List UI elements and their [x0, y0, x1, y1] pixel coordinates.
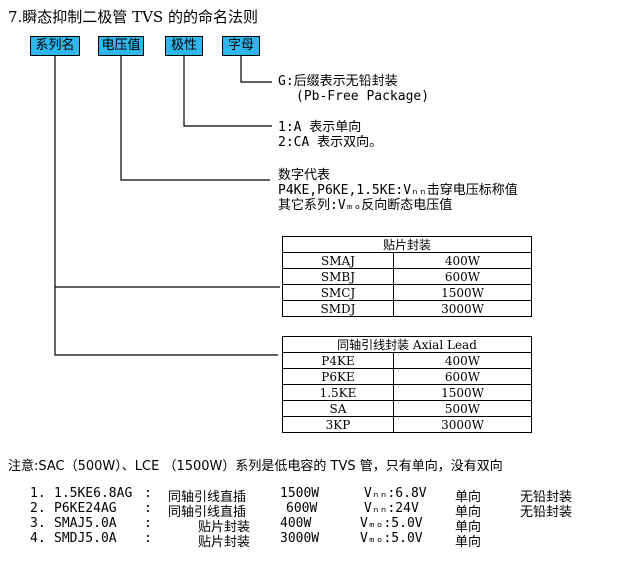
example-dir: 单向: [455, 535, 482, 550]
example-dir: 单向: [455, 490, 482, 505]
voltage-box: 电压值: [98, 36, 144, 56]
table-cell: 1500W: [393, 284, 532, 301]
example-pkg: 同轴引线直插: [168, 505, 247, 520]
table-cell: SMBJ: [282, 268, 394, 285]
polarity-note-2: 2:CA 表示双向。: [278, 135, 383, 150]
example-sep: :: [144, 486, 152, 501]
example-extra: 无铅封装: [520, 490, 573, 505]
example-extra: 无铅封装: [520, 505, 573, 520]
example-power: 600W: [286, 501, 318, 516]
table-cell: SA: [282, 400, 394, 417]
example-volt: Vₙₙ:6.8V: [364, 486, 427, 501]
example-sep: :: [144, 531, 152, 546]
letter-note-1: G:后缀表示无铅封装: [278, 74, 398, 89]
table-cell: 500W: [393, 400, 532, 417]
voltage-note-1: 数字代表: [278, 168, 331, 183]
table-cell: P4KE: [282, 352, 394, 369]
table-cell: 3KP: [282, 416, 394, 433]
table-cell: 400W: [393, 252, 532, 269]
example-sep: :: [144, 516, 152, 531]
table-cell: 3000W: [393, 300, 532, 317]
example-pkg: 贴片封装: [198, 520, 251, 535]
table-cell: 600W: [393, 268, 532, 285]
voltage-connector: [120, 56, 270, 181]
example-power: 1500W: [280, 486, 320, 501]
example-dir: 单向: [455, 505, 482, 520]
table-cell: P6KE: [282, 368, 394, 385]
letter-connector: [240, 56, 272, 83]
example-volt: Vₘₒ:5.0V: [360, 531, 423, 546]
table-cell: 600W: [393, 368, 532, 385]
table-cell: SMAJ: [282, 252, 394, 269]
polarity-box: 极性: [165, 36, 203, 56]
example-row: 1. 1.5KE6.8AG : 同轴引线直插 1500W Vₙₙ:6.8V 单向…: [30, 486, 630, 505]
example-sep: :: [144, 501, 152, 516]
page-title: 7.瞬态抑制二极管 TVS 的的命名法则: [8, 8, 258, 26]
smd-table-header: 贴片封装: [282, 236, 532, 253]
example-volt: Vₘₒ:5.0V: [360, 516, 423, 531]
example-part: P6KE24AG: [54, 501, 117, 516]
table-cell: 1.5KE: [282, 384, 394, 401]
remark-text: 注意:SAC（500W）、LCE （1500W）系列是低电容的 TVS 管，只有…: [8, 459, 503, 474]
example-num: 3.: [30, 516, 46, 531]
table-cell: 400W: [393, 352, 532, 369]
table-cell: 1500W: [393, 384, 532, 401]
example-power: 400W: [280, 516, 312, 531]
example-row: 2. P6KE24AG : 同轴引线直插 600W Vₙₙ:24V 单向 无铅封…: [30, 501, 630, 520]
example-num: 2.: [30, 501, 46, 516]
example-dir: 单向: [455, 520, 482, 535]
voltage-note-2: P4KE,P6KE,1.5KE:Vₙₙ击穿电压标称值: [278, 183, 518, 198]
example-row: 3. SMAJ5.0A : 贴片封装 400W Vₘₒ:5.0V 单向: [30, 516, 630, 535]
example-pkg: 同轴引线直插: [168, 490, 247, 505]
example-volt: Vₙₙ:24V: [364, 501, 419, 516]
table-cell: SMCJ: [282, 284, 394, 301]
examples-list: 1. 1.5KE6.8AG : 同轴引线直插 1500W Vₙₙ:6.8V 单向…: [30, 486, 630, 550]
table-cell: SMDJ: [282, 300, 394, 317]
series-name-box: 系列名: [30, 36, 80, 56]
example-part: SMAJ5.0A: [54, 516, 117, 531]
example-part: SMDJ5.0A: [54, 531, 117, 546]
axial-table-header: 同轴引线封装 Axial Lead: [282, 336, 532, 353]
example-part: 1.5KE6.8AG: [54, 486, 133, 501]
letter-box: 字母: [222, 36, 260, 56]
example-pkg: 贴片封装: [198, 535, 251, 550]
table-cell: 3000W: [393, 416, 532, 433]
polarity-connector: [183, 56, 272, 127]
voltage-note-3: 其它系列:Vₘₒ反向断态电压值: [278, 198, 453, 213]
polarity-note-1: 1:A 表示单向: [278, 120, 362, 135]
series-connector: [54, 56, 278, 356]
example-power: 3000W: [280, 531, 320, 546]
letter-note-2: (Pb-Free Package): [296, 89, 430, 104]
example-num: 1.: [30, 486, 46, 501]
example-row: 4. SMDJ5.0A : 贴片封装 3000W Vₘₒ:5.0V 单向: [30, 531, 630, 550]
example-num: 4.: [30, 531, 46, 546]
